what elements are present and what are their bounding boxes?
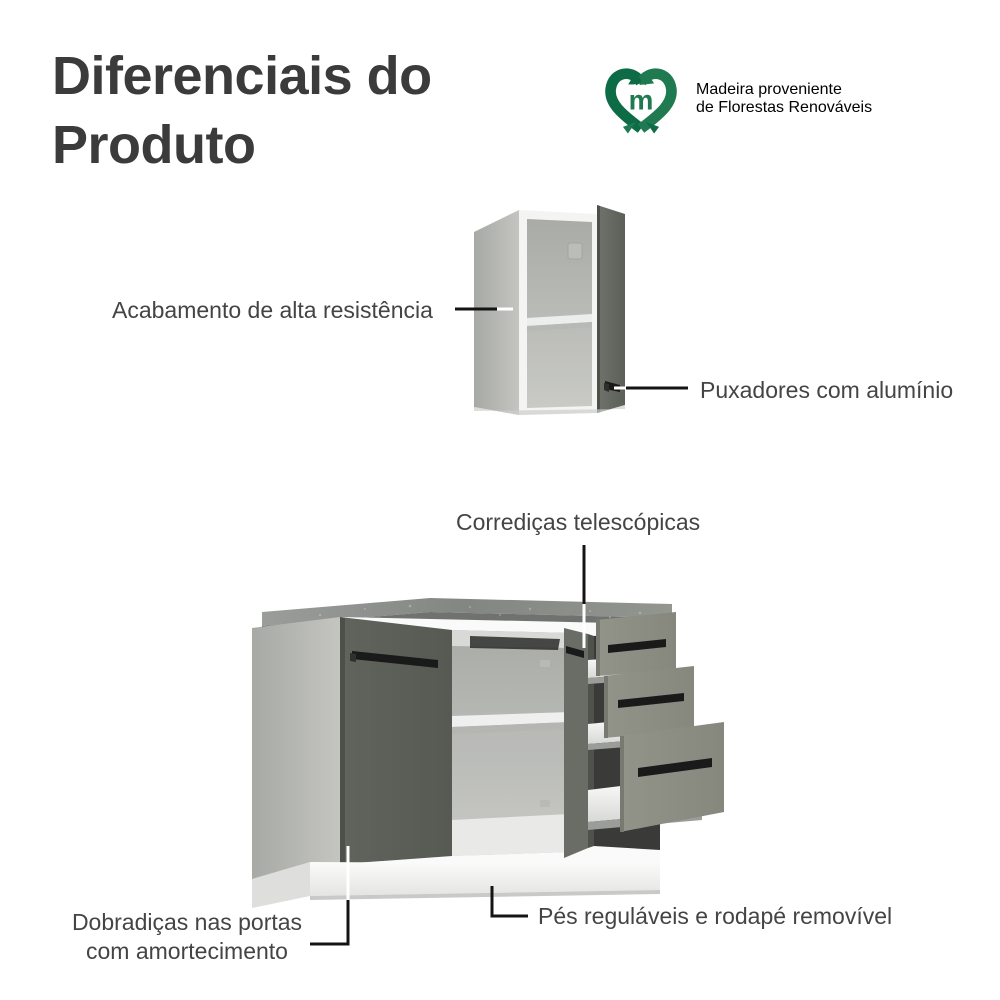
callout-hinges: Dobradiças nas portas com amortecimento: [62, 908, 312, 967]
wall-cabinet-frame: [519, 210, 597, 415]
callout-slides: Corrediças telescópicas: [456, 509, 701, 535]
wall-cabinet-handle: [605, 381, 620, 392]
callout-finish: Acabamento de alta resistência: [112, 297, 433, 323]
base-cabinet-shelf: [452, 712, 570, 727]
drawer-slide-middle: [588, 714, 690, 744]
drawer-front-middle: [604, 666, 694, 738]
base-cabinet-side-panel: [252, 617, 340, 879]
wall-cabinet-shelf: [527, 314, 592, 326]
drawer-slide-top: [588, 654, 672, 678]
base-cabinet-plinth-side: [252, 862, 310, 908]
base-cabinet-illustration: [252, 598, 724, 908]
leader-hinges-dark: [310, 900, 350, 946]
base-cabinet-left-door: [340, 617, 452, 864]
drawer-front-top: [596, 612, 676, 676]
wall-cabinet-side-panel: [474, 210, 519, 415]
drawer-front-bottom: [620, 722, 724, 832]
wall-cabinet-illustration: [474, 205, 625, 415]
page-title: Diferenciais do Produto: [52, 46, 432, 176]
drawer-handle-top: [608, 639, 666, 653]
base-cabinet-drawer-cavity: [594, 630, 660, 850]
base-cabinet-left-door-handle: [352, 651, 438, 668]
base-cabinet-top-recess: [470, 636, 560, 650]
drawer-handle-middle: [618, 693, 684, 708]
base-cabinet-hinge-bottom: [540, 800, 550, 807]
drawer-slide-bottom: [588, 776, 702, 822]
drawer-handle-bottom: [638, 758, 712, 777]
wall-cabinet-open-door: [597, 205, 625, 413]
base-cabinet-hinge-top: [540, 660, 550, 667]
leader-feet-dark: [490, 886, 528, 918]
wall-cabinet-hinge: [567, 242, 583, 260]
callout-feet: Pés reguláveis e rodapé removível: [538, 903, 893, 929]
callout-handles: Puxadores com alumínio: [700, 377, 954, 403]
base-cabinet-open-door: [564, 628, 588, 858]
eco-certification-badge: m Madeira proveniente de Florestas Renov…: [600, 58, 872, 140]
base-cabinet-interior: [452, 630, 570, 856]
base-cabinet-open-door-handle: [566, 646, 584, 658]
base-cabinet-countertop: [262, 598, 672, 626]
callout-hinges-line1: Dobradiças nas portas: [71, 909, 303, 935]
wall-cabinet-interior: [527, 219, 592, 408]
logo-letter: m: [629, 85, 654, 116]
eco-badge-line1: Madeira proveniente: [696, 81, 842, 98]
base-cabinet-plinth: [310, 862, 660, 896]
eco-badge-line2: de Florestas Renováveis: [696, 99, 873, 116]
callout-hinges-line2: com amortecimento: [86, 938, 288, 965]
recycling-heart-logo-icon: m: [605, 68, 677, 134]
eco-badge-text: Madeira proveniente de Florestas Renováv…: [696, 81, 872, 117]
